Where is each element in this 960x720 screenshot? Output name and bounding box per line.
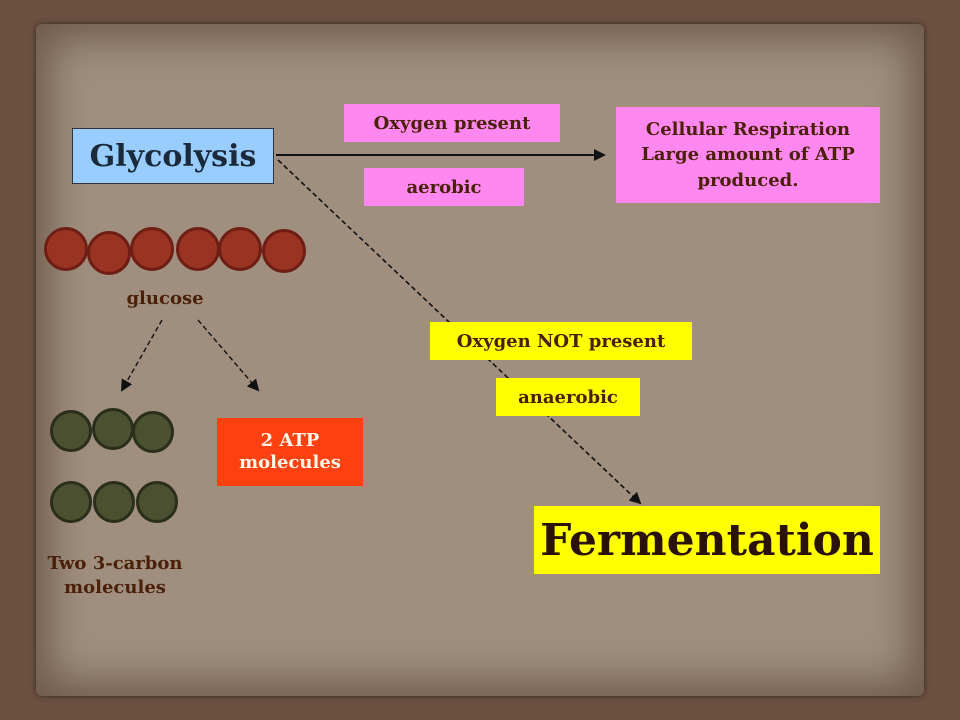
pyruvate-2-carbon-3 — [136, 481, 178, 523]
three-carbon-label: Two 3-carbon molecules — [20, 552, 210, 601]
pyruvate-1-carbon-3 — [132, 411, 174, 453]
glucose-carbon-4 — [176, 227, 220, 271]
glucose-label: glucose — [126, 288, 204, 309]
pyruvate-2-carbon-1 — [50, 481, 92, 523]
glucose-carbon-5 — [218, 227, 262, 271]
glucose-carbon-2 — [87, 231, 131, 275]
fermentation-box: Fermentation — [534, 506, 880, 574]
oxygen-present-box: Oxygen present — [344, 104, 560, 142]
aerobic-box: aerobic — [364, 168, 524, 206]
three-carbon-line-1: Two 3-carbon — [47, 553, 183, 574]
cellular-respiration-line-3: produced. — [697, 169, 799, 191]
oxygen-not-present-box: Oxygen NOT present — [430, 322, 692, 360]
arrow-glucose-right — [197, 319, 260, 392]
atp-line-2: molecules — [239, 452, 341, 473]
atp-line-1: 2 ATP — [260, 429, 320, 451]
three-carbon-line-2: molecules — [64, 577, 166, 599]
glycolysis-box: Glycolysis — [72, 128, 274, 184]
anaerobic-box: anaerobic — [496, 378, 640, 416]
pyruvate-2-carbon-2 — [93, 481, 135, 523]
glucose-carbon-6 — [262, 229, 306, 273]
glucose-carbon-1 — [44, 227, 88, 271]
pyruvate-1-carbon-1 — [50, 410, 92, 452]
cellular-respiration-box: Cellular Respiration Large amount of ATP… — [616, 107, 880, 203]
atp-molecules-box: 2 ATP molecules — [217, 418, 363, 486]
glucose-carbon-3 — [130, 227, 174, 271]
cellular-respiration-line-2: Large amount of ATP — [641, 144, 855, 166]
pyruvate-1-carbon-2 — [92, 408, 134, 450]
cellular-respiration-line-1: Cellular Respiration — [645, 119, 851, 141]
arrow-glucose-left — [121, 319, 163, 392]
